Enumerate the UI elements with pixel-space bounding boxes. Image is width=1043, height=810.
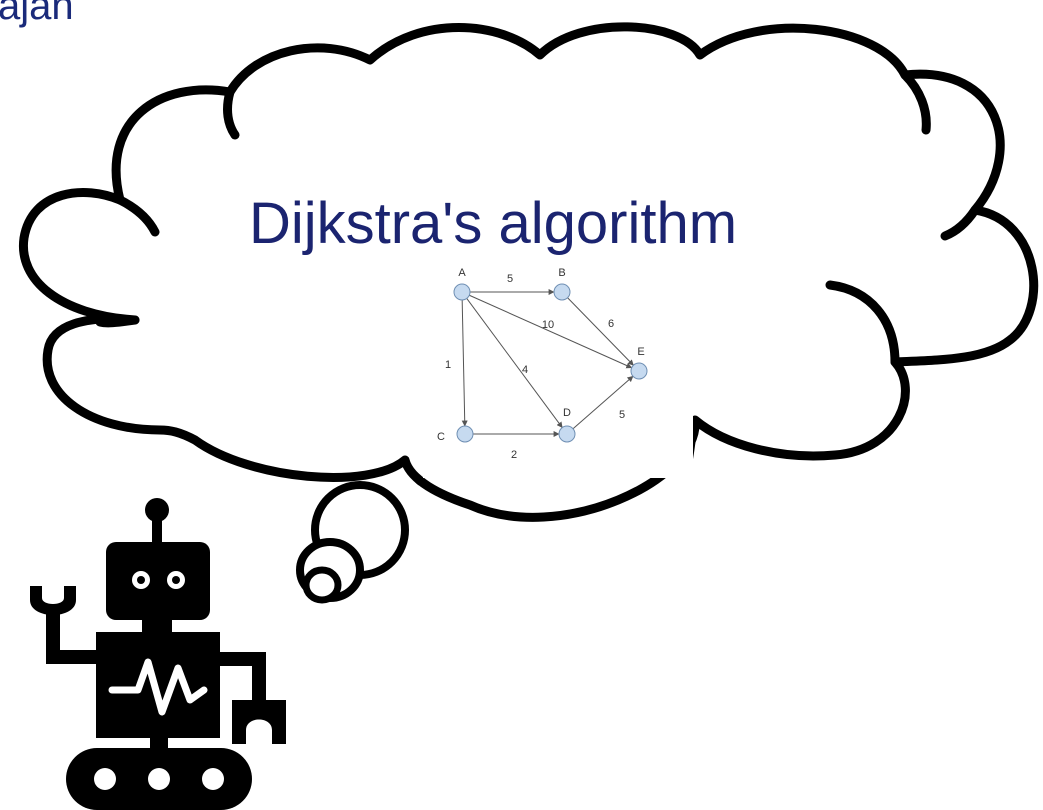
graph-node-A xyxy=(453,283,471,301)
edge-weight-B-E: 6 xyxy=(608,318,614,330)
graph-node-C xyxy=(456,425,474,443)
dijkstra-graph: 5 10 4 1 6 2 5 A B C D E xyxy=(423,258,693,478)
robot-claw-right xyxy=(232,700,286,744)
node-label-B: B xyxy=(558,267,565,279)
edge-weight-A-B: 5 xyxy=(507,273,513,285)
cloud-inner-stroke xyxy=(95,315,140,328)
graph-edge-D-E xyxy=(572,375,634,430)
cloud-inner-stroke xyxy=(900,70,931,135)
graph-edge-A-C xyxy=(461,299,468,427)
cloud-inner-stroke xyxy=(223,87,240,140)
cloud-inner-stroke xyxy=(401,456,424,486)
robot-eye-right-pupil xyxy=(172,576,180,584)
edge-weight-D-E: 5 xyxy=(619,409,625,421)
node-label-E: E xyxy=(637,346,644,358)
robot-head xyxy=(106,542,210,620)
robot-neck xyxy=(142,618,172,634)
robot-arm-right-lower xyxy=(252,652,266,708)
graph-node-B xyxy=(553,283,571,301)
cloud-inner-stroke xyxy=(825,280,900,367)
robot-icon xyxy=(30,498,286,810)
thought-bubble-small xyxy=(302,566,342,604)
edge-weight-C-D: 2 xyxy=(511,449,517,461)
cloud-inner-stroke xyxy=(940,205,980,241)
graph-node-D xyxy=(558,425,576,443)
robot-eye-left-pupil xyxy=(137,576,145,584)
graph-edge-A-E xyxy=(469,294,633,369)
edge-weight-A-C: 1 xyxy=(445,359,451,371)
robot-wheel xyxy=(202,768,224,790)
edge-weight-A-E: 10 xyxy=(542,319,554,331)
cloud-inner-stroke xyxy=(115,195,160,237)
robot-antenna-stem xyxy=(152,515,162,545)
node-label-C: C xyxy=(437,431,445,443)
edge-weight-A-D: 4 xyxy=(522,364,528,376)
robot-arm-left-upper xyxy=(46,612,60,662)
cloud-title: Dijkstra's algorithm xyxy=(249,191,737,256)
robot-wheel xyxy=(94,768,116,790)
corner-title-fragment: ajan xyxy=(0,0,74,28)
graph-node-E xyxy=(630,362,648,380)
robot-antenna-ball xyxy=(145,498,169,522)
graph-edge-A-D xyxy=(466,298,563,429)
robot-track-connector xyxy=(150,736,168,750)
graph-edge-B-E xyxy=(567,297,634,366)
node-label-A: A xyxy=(458,267,466,279)
robot-heartbeat-line xyxy=(108,658,208,716)
robot-claw-left xyxy=(30,586,76,615)
node-label-D: D xyxy=(563,407,571,419)
robot-wheel xyxy=(148,768,170,790)
